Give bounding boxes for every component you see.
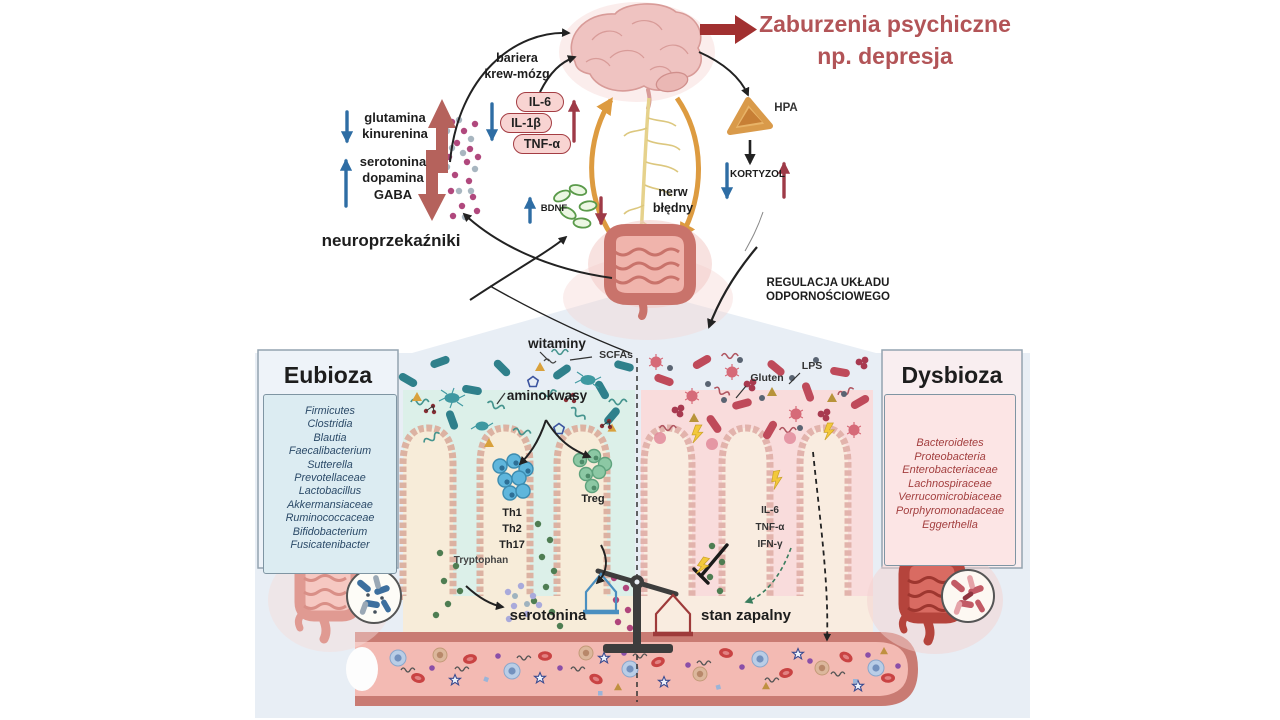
eubiosis-taxon: Sutterella [307,458,353,471]
balance-scale-icon [583,568,693,653]
eubiosis-taxon: Lactobacillus [298,485,362,498]
title-line1: Zaburzenia psychiczne [759,11,1011,37]
serotonin-dopamine-gaba-label: serotonina dopamina GABA [359,154,427,202]
amino-acids-label: aminokwasy [506,388,588,403]
tryptophan-dots [432,520,726,630]
eubiosis-taxon: Ruminococcaceae [285,512,375,525]
scfas-label: SCFAs [599,349,633,361]
big-up-arrow [428,99,456,173]
dysbiosis-taxon: Proteobacteria [914,450,986,463]
eubiosis-taxon: Fusicatenibacter [290,539,370,552]
scale-pan-blue [583,572,619,615]
vagus-nerve-illustration [589,96,701,240]
top-intestine-illustration [588,220,712,320]
tryptophan-label: Tryptophan [453,555,509,566]
inflammation-label: stan zapalny [700,607,792,624]
dysbiotic-microbes-magnifier [941,569,995,623]
cytokine-pill-il1b: IL-1β [500,113,552,133]
brain-illustration [559,2,715,110]
neurotransmitters-label: neuroprzekaźniki [321,231,461,250]
title-mental-disorders: Zaburzenia psychiczne np. depresja [755,8,1015,72]
healthy-microbes-magnifier [346,568,402,624]
dysbiosis-header: Dysbioza [901,362,1003,388]
gut-section-arrows [465,351,832,642]
dysbiosis-taxa-list: Bacteroidetes Proteobacteria Enterobacte… [884,394,1016,566]
top-section-arrows [339,15,791,354]
th-cells-label: Th1 Th2 Th17 [499,507,525,551]
dysbiosis-taxon: Bacteroidetes [916,437,984,449]
dysbiosis-taxon: Enterobacteriaceae [902,464,998,477]
cytokine-pill-il6: IL-6 [516,92,564,112]
dysbiotic-gut-icon [867,546,1003,654]
eubiosis-microbes [397,348,635,447]
hpa-gland-icon [727,97,773,135]
blood-brain-barrier-label: bariera krew-mózg [484,51,550,81]
serotonin-label: serotonina [509,607,587,624]
lps-label: LPS [801,360,823,372]
eubiosis-taxon: Blautia [313,431,347,444]
blood-cells [389,645,901,696]
cortisol-label: KORTYZOL [730,169,785,180]
eubiosis-taxon: Faecalibacterium [288,445,372,458]
scale-pan-red [653,593,693,637]
gluten-label: Gluten [750,372,784,384]
dysbiosis-taxon: Porphyromonadaceae [895,504,1005,517]
neurotransmitter-dots [443,116,482,221]
title-line2: np. depresja [817,43,953,70]
eubiosis-taxon: Bifidobacterium [292,525,368,538]
immune-regulation-label: REGULACJA UKŁADU ODPORNOŚCIOWEGO [766,277,890,304]
dysbiosis-taxon: Lachnospiraceae [908,477,992,490]
villi-dysbiosis [640,424,852,600]
treg-label: Treg [581,493,605,505]
serotonin-dots [504,574,634,632]
cytokine-pill-tnfa: TNF-α [513,134,571,154]
vitamins-label: witaminy [528,336,586,351]
inhibition-symbol [692,543,729,585]
gut-cross-section [399,390,873,632]
eubiosis-taxa-list: Firmicutes Clostridia Blautia Faecalibac… [263,394,397,574]
gut-cytokines-label: IL-6 TNF-α IFN-γ [755,505,785,550]
eubiosis-taxon: Akkermansiaceae [287,498,373,511]
vagus-nerve-label: nerw błędny [652,185,694,215]
eubiosis-taxon: Prevotellaceae [294,472,366,485]
eubiosis-taxon: Clostridia [307,418,353,431]
title-arrow [700,15,757,44]
blood-vessel [346,632,918,706]
glutamate-kynurenine-label: glutamina kinurenina [362,110,428,142]
eubiosis-taxon: Firmicutes [305,405,355,417]
bdnf-label: BDNF [540,203,568,214]
treg-cell-cluster [572,448,613,494]
eubiosis-header: Eubioza [283,362,373,388]
hpa-label: HPA [774,102,798,114]
dysbiosis-taxon: Eggerthella [922,518,978,531]
th-cell-cluster [492,453,534,501]
big-down-arrow [418,150,446,221]
dysbiosis-taxon: Verrucomicrobiaceae [898,491,1002,504]
